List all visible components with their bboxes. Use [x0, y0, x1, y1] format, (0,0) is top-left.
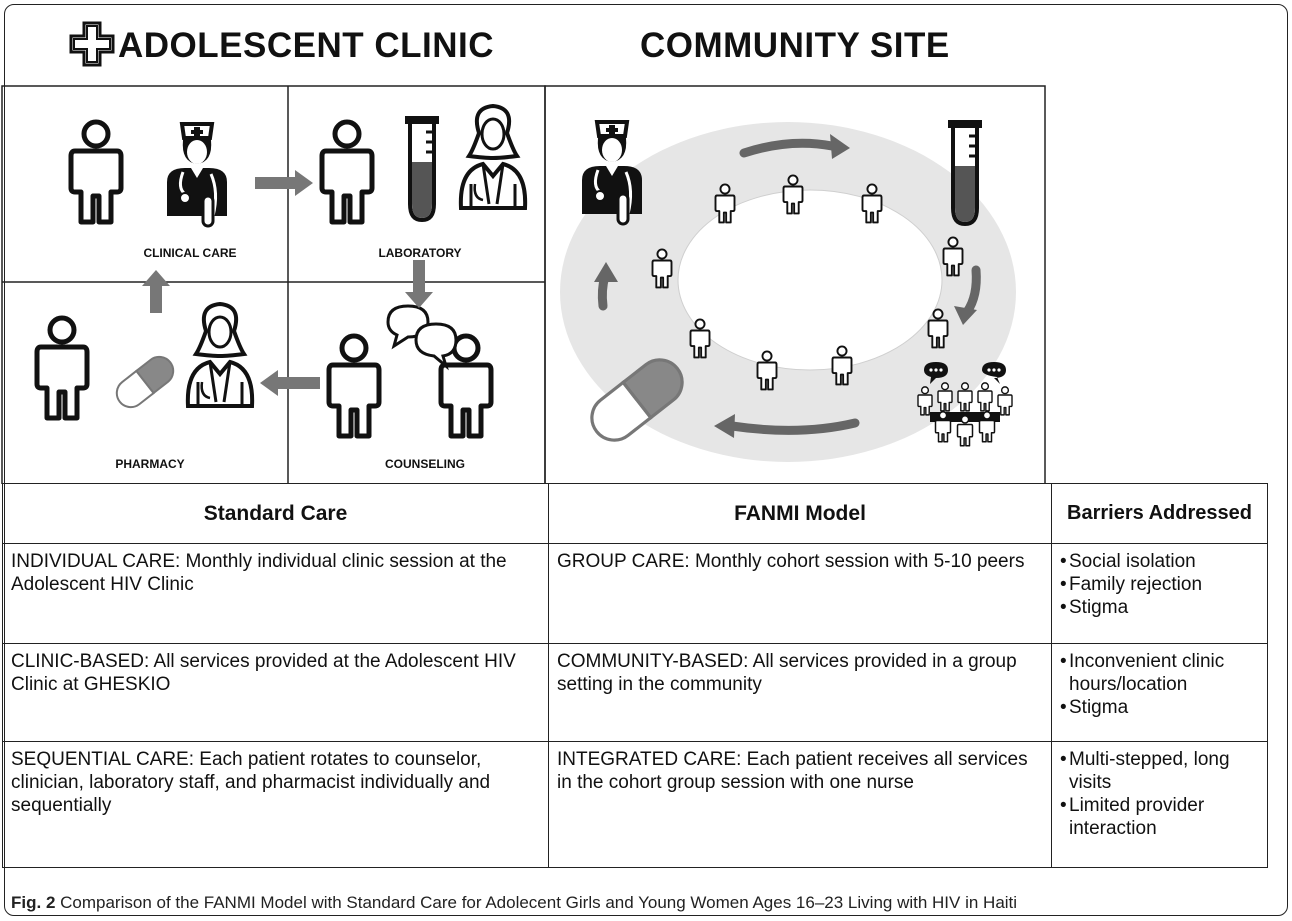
- counseling-patient-left: [329, 336, 379, 436]
- pharmacy-patient: [37, 318, 87, 418]
- barrier-item: Multi-stepped, long visits: [1060, 748, 1259, 794]
- barrier-item: Stigma: [1060, 696, 1259, 719]
- community-header: COMMUNITY SITE: [640, 26, 950, 65]
- barriers-cell: Social isolation Family rejection Stigma: [1051, 543, 1268, 644]
- caption-text: Comparison of the FANMI Model with Stand…: [55, 893, 1018, 912]
- pharmacy-capsule: [110, 350, 180, 414]
- community-group-icon: [917, 362, 1013, 447]
- caption-label: Fig. 2: [11, 893, 56, 912]
- header-fanmi-model: FANMI Model: [548, 483, 1052, 544]
- laboratory-doctor: [458, 104, 528, 210]
- pharmacy-doctor: [185, 302, 255, 408]
- barriers-cell: Multi-stepped, long visits Limited provi…: [1051, 741, 1268, 868]
- clinic-header: ADOLESCENT CLINIC: [118, 26, 494, 65]
- arrow-pharmacy-to-clinical: [142, 270, 170, 313]
- clinic-grid: [1, 85, 1046, 484]
- figure-caption: Fig. 2 Comparison of the FANMI Model wit…: [11, 893, 1017, 913]
- speech-bubbles-icon: [386, 304, 458, 371]
- fanmi-cell: COMMUNITY-BASED: All services provided i…: [548, 643, 1052, 742]
- clinical-care-nurse: [165, 122, 229, 228]
- standard-cell: INDIVIDUAL CARE: Monthly individual clin…: [2, 543, 549, 644]
- community-tube: [946, 118, 984, 226]
- figure-frame: [4, 4, 1288, 916]
- header-barriers: Barriers Addressed: [1051, 483, 1268, 544]
- barriers-cell: Inconvenient clinic hours/location Stigm…: [1051, 643, 1268, 742]
- laboratory-tube: [403, 114, 441, 222]
- barrier-item: Stigma: [1060, 596, 1259, 619]
- table-row: CLINIC-BASED: All services provided at t…: [2, 643, 1268, 742]
- arrow-clinical-to-lab: [255, 170, 313, 196]
- label-clinical-care: CLINICAL CARE: [143, 246, 237, 260]
- medical-cross-icon: [69, 21, 115, 67]
- standard-cell: SEQUENTIAL CARE: Each patient rotates to…: [2, 741, 549, 868]
- community-nurse: [580, 120, 644, 226]
- fanmi-cell: INTEGRATED CARE: Each patient receives a…: [548, 741, 1052, 868]
- comparison-table: Standard Care FANMI Model Barriers Addre…: [2, 483, 1268, 868]
- table-row: SEQUENTIAL CARE: Each patient rotates to…: [2, 741, 1268, 868]
- label-laboratory: LABORATORY: [378, 246, 462, 260]
- header-standard-care: Standard Care: [2, 483, 549, 544]
- label-pharmacy: PHARMACY: [115, 457, 185, 471]
- barrier-item: Limited provider interaction: [1060, 794, 1259, 840]
- standard-cell: CLINIC-BASED: All services provided at t…: [2, 643, 549, 742]
- clinical-care-patient: [71, 122, 121, 222]
- arrow-lab-to-counseling: [405, 260, 433, 308]
- laboratory-patient: [322, 122, 372, 222]
- table-row: INDIVIDUAL CARE: Monthly individual clin…: [2, 543, 1268, 644]
- barrier-item: Family rejection: [1060, 573, 1259, 596]
- table-header-row: Standard Care FANMI Model Barriers Addre…: [2, 483, 1268, 544]
- ring-arrow-bottom: [727, 418, 860, 435]
- label-counseling: COUNSELING: [384, 457, 465, 471]
- ring-arrow-top: [739, 138, 837, 158]
- barrier-item: Social isolation: [1060, 550, 1259, 573]
- barrier-item: Inconvenient clinic hours/location: [1060, 650, 1259, 696]
- arrow-counseling-to-pharmacy: [260, 370, 320, 396]
- fanmi-cell: GROUP CARE: Monthly cohort session with …: [548, 543, 1052, 644]
